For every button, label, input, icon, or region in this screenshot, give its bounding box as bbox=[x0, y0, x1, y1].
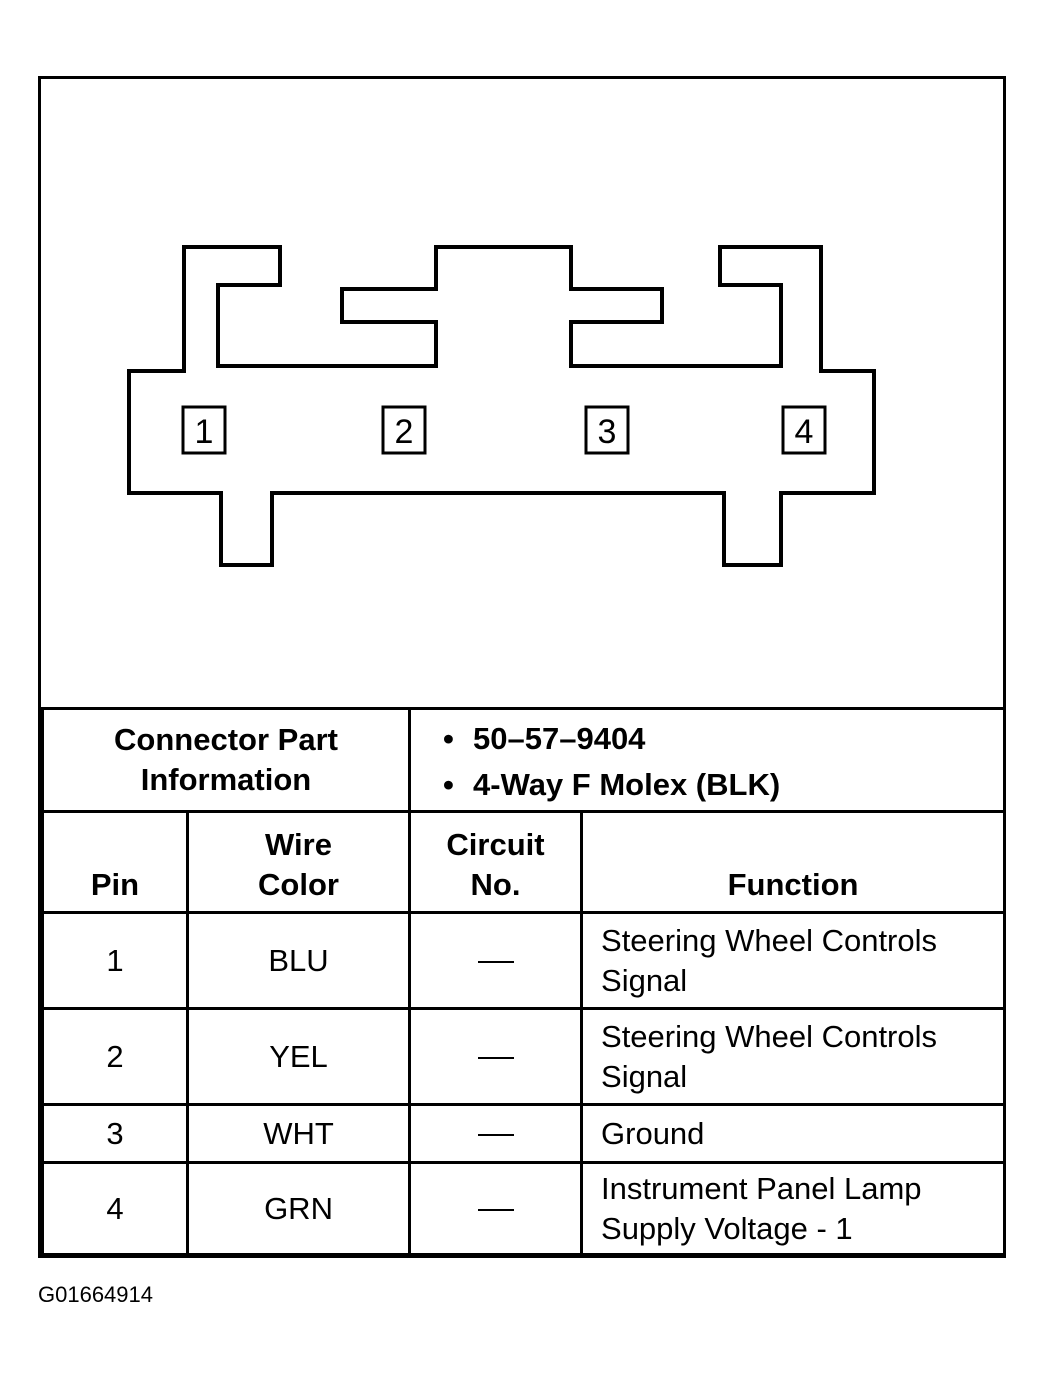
row-3-circuit bbox=[408, 1103, 584, 1164]
connector-face-diagram: 1 2 3 4 bbox=[127, 245, 876, 567]
row-3-pin: 3 bbox=[41, 1103, 189, 1164]
header-pin: Pin bbox=[41, 810, 189, 914]
header-circuit-line2: No. bbox=[470, 867, 521, 902]
table-row: 2 YEL Steering Wheel Controls Signal bbox=[41, 1007, 1007, 1106]
table-header-row: Pin Wire Color Circuit No. Function bbox=[41, 810, 1007, 914]
row-1-function-line1: Steering Wheel Controls bbox=[601, 922, 938, 958]
pin-4-label: 4 bbox=[795, 413, 814, 451]
figure-id: G01664914 bbox=[38, 1282, 153, 1307]
connector-info-row: Connector Part Information 50–57–9404 4-… bbox=[40, 707, 1007, 813]
row-1-function: Steering Wheel Controls Signal bbox=[580, 911, 1007, 1010]
row-4-pin: 4 bbox=[41, 1161, 189, 1256]
row-4-circuit-dash bbox=[477, 1209, 514, 1212]
row-2-circuit-dash bbox=[477, 1057, 514, 1060]
row-4-function-line1: Instrument Panel Lamp bbox=[601, 1170, 922, 1206]
row-1-circuit bbox=[408, 911, 584, 1010]
row-2-function-line1: Steering Wheel Controls bbox=[601, 1018, 938, 1054]
pin-4-terminal: 4 bbox=[781, 405, 827, 455]
connector-info-label-cell: Connector Part Information bbox=[40, 707, 412, 813]
header-function: Function bbox=[580, 810, 1007, 914]
pin-3-box bbox=[584, 405, 630, 455]
row-1-function-line2: Signal bbox=[601, 962, 688, 998]
row-3-wire-color: WHT bbox=[185, 1103, 412, 1164]
connector-pinout-table: Connector Part Information 50–57–9404 4-… bbox=[40, 707, 1007, 1256]
header-wire-color-line2: Color bbox=[258, 867, 339, 902]
row-4-function: Instrument Panel Lamp Supply Voltage - 1 bbox=[580, 1161, 1007, 1256]
pin-3-terminal: 3 bbox=[584, 405, 630, 455]
pin-1-box bbox=[181, 405, 227, 455]
row-3-function: Ground bbox=[580, 1103, 1007, 1164]
connector-info-list: 50–57–9404 4-Way F Molex (BLK) bbox=[411, 710, 1003, 808]
row-3-function-line1: Ground bbox=[601, 1115, 705, 1151]
connector-info-values-cell: 50–57–9404 4-Way F Molex (BLK) bbox=[408, 707, 1007, 813]
row-2-pin: 2 bbox=[41, 1007, 189, 1106]
header-circuit-line1: Circuit bbox=[446, 827, 545, 862]
table-row: 3 WHT Ground bbox=[41, 1103, 1007, 1164]
row-4-wire-color: GRN bbox=[185, 1161, 412, 1256]
row-4-circuit bbox=[408, 1161, 584, 1256]
header-circuit-no: Circuit No. bbox=[408, 810, 584, 914]
pin-2-box bbox=[381, 405, 427, 455]
header-wire-color: Wire Color bbox=[185, 810, 412, 914]
row-1-circuit-dash bbox=[477, 961, 514, 964]
pin-1-label: 1 bbox=[195, 413, 214, 451]
row-2-wire-color: YEL bbox=[185, 1007, 412, 1106]
header-function-label: Function bbox=[727, 867, 859, 902]
pin-2-terminal: 2 bbox=[381, 405, 427, 455]
pin-3-label: 3 bbox=[598, 413, 617, 451]
row-2-circuit bbox=[408, 1007, 584, 1106]
row-2-function: Steering Wheel Controls Signal bbox=[580, 1007, 1007, 1106]
header-wire-color-line1: Wire bbox=[265, 827, 332, 862]
row-3-circuit-dash bbox=[477, 1134, 514, 1137]
row-1-pin: 1 bbox=[41, 911, 189, 1010]
connector-info-label-line2: Information bbox=[140, 762, 312, 797]
table-row: 1 BLU Steering Wheel Controls Signal bbox=[41, 911, 1007, 1010]
connector-info-label-line1: Connector Part bbox=[114, 722, 338, 757]
table-row: 4 GRN Instrument Panel Lamp Supply Volta… bbox=[41, 1161, 1007, 1256]
row-2-function-line2: Signal bbox=[601, 1058, 688, 1094]
row-1-wire-color: BLU bbox=[185, 911, 412, 1010]
connector-body-outline bbox=[127, 245, 876, 567]
pin-1-terminal: 1 bbox=[181, 405, 227, 455]
connector-figure-frame: 1 2 3 4 Connector Part I bbox=[38, 76, 1007, 1258]
row-4-function-line2: Supply Voltage - 1 bbox=[601, 1210, 853, 1246]
connector-part-number: 50–57–9404 bbox=[443, 716, 1003, 762]
pin-2-label: 2 bbox=[395, 413, 414, 451]
header-pin-label: Pin bbox=[90, 867, 140, 902]
connector-type: 4-Way F Molex (BLK) bbox=[443, 762, 1003, 808]
pin-4-box bbox=[781, 405, 827, 455]
